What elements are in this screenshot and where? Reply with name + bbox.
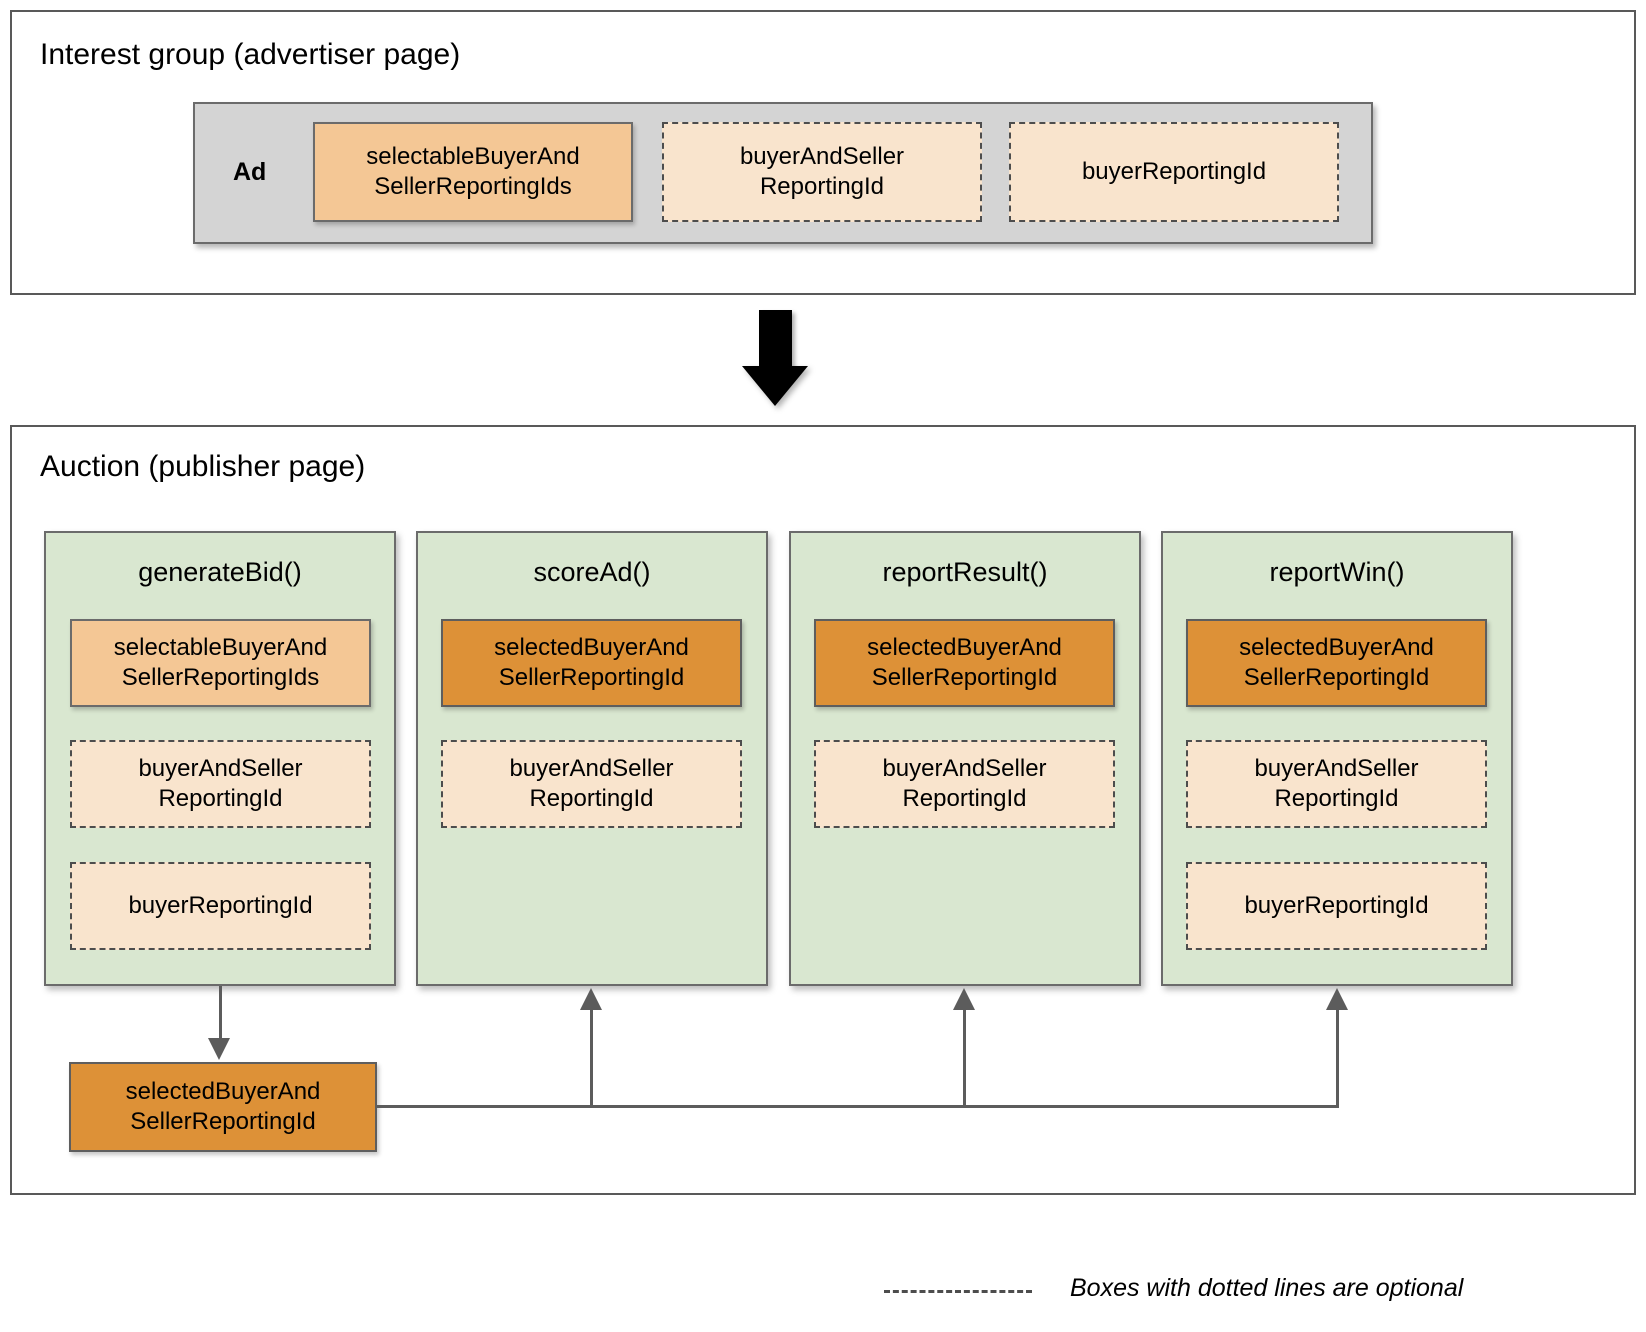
connector-arrow-up-report-result [953,988,975,1010]
transition-arrow-stem [759,310,792,372]
report-result-token-selected-buyer-and-seller-reporting-id: selectedBuyerAnd SellerReportingId [814,619,1115,707]
connector-generate-bid-to-output [219,986,222,1040]
connector-arrow-up-report-win [1326,988,1348,1010]
interest-group-title: Interest group (advertiser page) [40,38,461,71]
generate-bid-token-buyer-reporting-id: buyerReportingId [70,862,371,950]
selected-buyer-and-seller-reporting-id-output-box: selectedBuyerAnd SellerReportingId [69,1062,377,1152]
function-title-score-ad: scoreAd() [533,557,651,587]
legend-dashed-line-sample [884,1290,1032,1293]
generate-bid-token-selectable-buyer-and-seller-reporting-ids: selectableBuyerAnd SellerReportingIds [70,619,371,707]
transition-arrow-head [742,366,808,406]
legend-label: Boxes with dotted lines are optional [1070,1274,1464,1302]
report-win-token-buyer-and-seller-reporting-id: buyerAndSeller ReportingId [1186,740,1487,828]
score-ad-token-buyer-and-seller-reporting-id: buyerAndSeller ReportingId [441,740,742,828]
connector-bus-to-report-result [963,1008,966,1107]
function-title-generate-bid: generateBid() [138,557,302,587]
ad-token-buyer-reporting-id: buyerReportingId [1009,122,1339,222]
report-win-token-selected-buyer-and-seller-reporting-id: selectedBuyerAnd SellerReportingId [1186,619,1487,707]
ad-label: Ad [233,158,267,186]
connector-arrow-down-to-output [208,1038,230,1060]
ad-token-buyer-and-seller-reporting-id: buyerAndSeller ReportingId [662,122,982,222]
report-win-token-buyer-reporting-id: buyerReportingId [1186,862,1487,950]
function-title-report-win: reportWin() [1269,557,1405,587]
generate-bid-token-buyer-and-seller-reporting-id: buyerAndSeller ReportingId [70,740,371,828]
connector-bus-to-report-win [1336,1008,1339,1107]
ad-token-selectable-buyer-and-seller-reporting-ids: selectableBuyerAnd SellerReportingIds [313,122,633,222]
connector-horizontal-bus [377,1105,1339,1108]
score-ad-token-selected-buyer-and-seller-reporting-id: selectedBuyerAnd SellerReportingId [441,619,742,707]
connector-bus-to-score-ad [590,1008,593,1107]
report-result-token-buyer-and-seller-reporting-id: buyerAndSeller ReportingId [814,740,1115,828]
connector-arrow-up-score-ad [580,988,602,1010]
function-title-report-result: reportResult() [882,557,1048,587]
auction-title: Auction (publisher page) [40,450,366,483]
